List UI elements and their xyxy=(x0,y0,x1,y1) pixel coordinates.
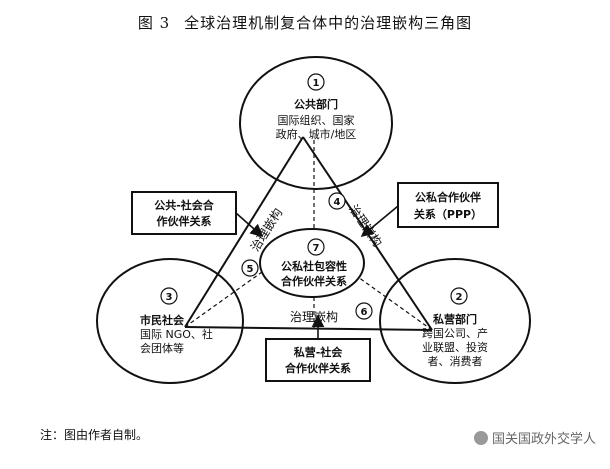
private-sector-line-3: 者、消费者 xyxy=(428,354,483,368)
dashed-private-center xyxy=(357,276,433,331)
civil-society-ellipse xyxy=(96,258,244,384)
civil-society-line-1: 国际 NGO、社 xyxy=(140,327,213,341)
figure-note: 注：图由作者自制。 xyxy=(40,428,149,442)
num-circle-3 xyxy=(160,287,178,305)
num-3: 3 xyxy=(166,292,173,303)
ppp-box-line-2: 关系（PPP） xyxy=(414,207,482,221)
inclusive-partnership-line-1: 合作伙伴关系 xyxy=(281,274,347,288)
num-1: 1 xyxy=(313,78,320,89)
public-sector-ellipse xyxy=(239,56,393,190)
inclusive-partnership-title: 公私社包容性 xyxy=(281,259,347,273)
civil-society-title: 市民社会 xyxy=(140,313,185,327)
public-civil-box-line-1: 公共-社会合 xyxy=(154,198,215,212)
figure-title: 图 3 全球治理机制复合体中的治理嵌构三角图 xyxy=(0,12,610,33)
watermark-text: 国关国政外交学人 xyxy=(491,432,596,447)
private-sector-ellipse xyxy=(379,258,531,384)
wechat-icon xyxy=(473,431,488,445)
num-circle-7 xyxy=(307,238,325,256)
watermark: 国关国政外交学人 xyxy=(473,428,596,447)
public-sector-line-2: 政府、城市/地区 xyxy=(276,127,357,141)
num-circle-6 xyxy=(355,302,373,320)
figure-number: 图 3 xyxy=(137,14,171,32)
num-circle-2 xyxy=(450,287,468,305)
edge-public-civil xyxy=(184,136,304,328)
inclusive-partnership-ellipse xyxy=(259,228,365,298)
public-sector-line-1: 国际组织、国家 xyxy=(278,113,355,127)
private-civil-box-line-1: 私营-社会 xyxy=(294,345,344,359)
public-civil-box-line-2: 作伙伴关系 xyxy=(157,214,212,228)
arrow-ppp xyxy=(360,205,399,238)
ppp-box-line-1: 公私合作伙伴 xyxy=(415,190,481,204)
edge-label-bottom: 治理嵌构 xyxy=(290,309,338,324)
private-sector-title: 私营部门 xyxy=(433,312,477,326)
num-6: 6 xyxy=(361,307,368,318)
civil-society-line-2: 会团体等 xyxy=(140,341,184,355)
private-sector-line-1: 跨国公司、产 xyxy=(422,326,488,340)
private-civil-box xyxy=(265,338,371,382)
num-7: 7 xyxy=(313,243,320,254)
edge-civil-private xyxy=(184,326,433,331)
num-5: 5 xyxy=(247,264,254,275)
private-sector-line-2: 业联盟、投资 xyxy=(422,340,488,354)
public-civil-box xyxy=(131,191,237,235)
num-circle-5 xyxy=(241,259,259,277)
private-civil-box-line-2: 合作伙伴关系 xyxy=(285,361,351,375)
num-4: 4 xyxy=(334,197,341,208)
num-circle-1 xyxy=(307,73,325,91)
figure-caption: 全球治理机制复合体中的治理嵌构三角图 xyxy=(184,14,473,32)
ppp-box xyxy=(397,182,499,228)
num-2: 2 xyxy=(456,292,463,303)
arrow-public-civil xyxy=(235,212,264,238)
num-circle-4 xyxy=(328,192,346,210)
public-sector-title: 公共部门 xyxy=(294,97,338,111)
dashed-civil-center xyxy=(184,271,263,328)
